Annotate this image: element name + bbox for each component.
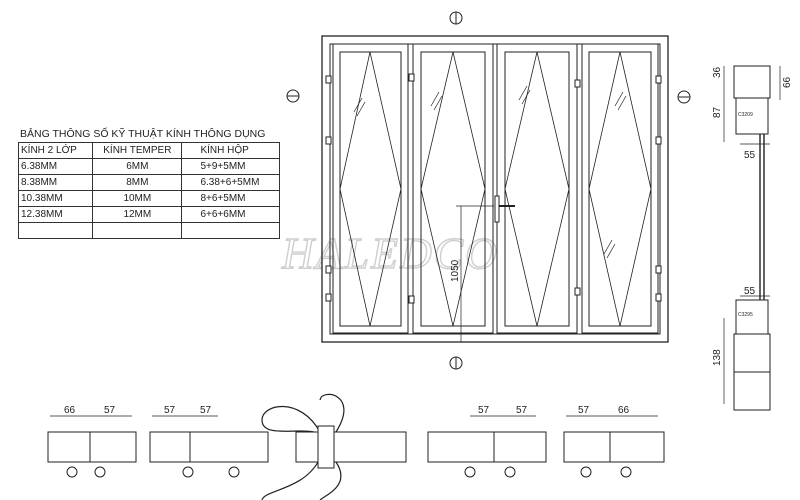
table-title: BẢNG THÔNG SỐ KỸ THUẬT KÍNH THÔNG DỤNG (20, 128, 266, 140)
bottom-dim-1b: 57 (104, 405, 116, 416)
cell: 8MM (92, 174, 183, 191)
glass-spec-table: BẢNG THÔNG SỐ KỸ THUẬT KÍNH THÔNG DỤNG K… (17, 128, 280, 239)
bottom-dim-2b: 57 (200, 405, 212, 416)
dim-87: 87 (712, 106, 723, 118)
watermark-text: HALEDCO (281, 229, 499, 278)
bottom-dim-1a: 66 (64, 405, 76, 416)
dim-138: 138 (712, 349, 723, 366)
door-elevation (321, 35, 669, 343)
cell: 12MM (92, 206, 183, 223)
handle-height-label: 1050 (450, 259, 461, 282)
bottom-dim-2a: 57 (164, 405, 176, 416)
dim-55-top: 55 (744, 150, 756, 161)
section-markers (286, 11, 691, 370)
table-row (17, 222, 280, 239)
table-header-row: KÍNH 2 LỚP KÍNH TEMPER KÍNH HỘP (17, 142, 280, 159)
cell: 6+6+6MM (181, 206, 280, 223)
table-row: 6.38MM 6MM 5+9+5MM (17, 158, 280, 175)
cell: 10.38MM (17, 190, 94, 207)
bottom-dim-5a: 57 (578, 405, 590, 416)
cell: 6.38MM (17, 158, 94, 175)
cell: 6.38+6+5MM (181, 174, 280, 191)
header-tempered: KÍNH TEMPER (92, 142, 183, 159)
profile-code-top: C3209 (738, 112, 753, 118)
cell: 10MM (92, 190, 183, 207)
cell (92, 222, 183, 239)
dim-66: 66 (782, 76, 793, 88)
cell: 12.38MM (17, 206, 94, 223)
dim-55-bottom: 55 (744, 286, 756, 297)
table-row: 12.38MM 12MM 6+6+6MM (17, 206, 280, 223)
vertical-section-profile (723, 65, 781, 411)
horizontal-profiles (47, 393, 665, 500)
bottom-dim-4b: 57 (516, 405, 528, 416)
dim-36: 36 (712, 66, 723, 78)
bottom-dim-5b: 66 (618, 405, 630, 416)
cell (181, 222, 280, 239)
cell: 8+6+5MM (181, 190, 280, 207)
header-insulated: KÍNH HỘP (181, 142, 280, 159)
cell (17, 222, 94, 239)
cell: 8.38MM (17, 174, 94, 191)
table-row: 10.38MM 10MM 8+6+5MM (17, 190, 280, 207)
header-laminated: KÍNH 2 LỚP (17, 142, 94, 159)
cell: 5+9+5MM (181, 158, 280, 175)
bottom-dim-4a: 57 (478, 405, 490, 416)
table-row: 8.38MM 8MM 6.38+6+5MM (17, 174, 280, 191)
profile-code-bottom: C3295 (738, 312, 753, 318)
cell: 6MM (92, 158, 183, 175)
